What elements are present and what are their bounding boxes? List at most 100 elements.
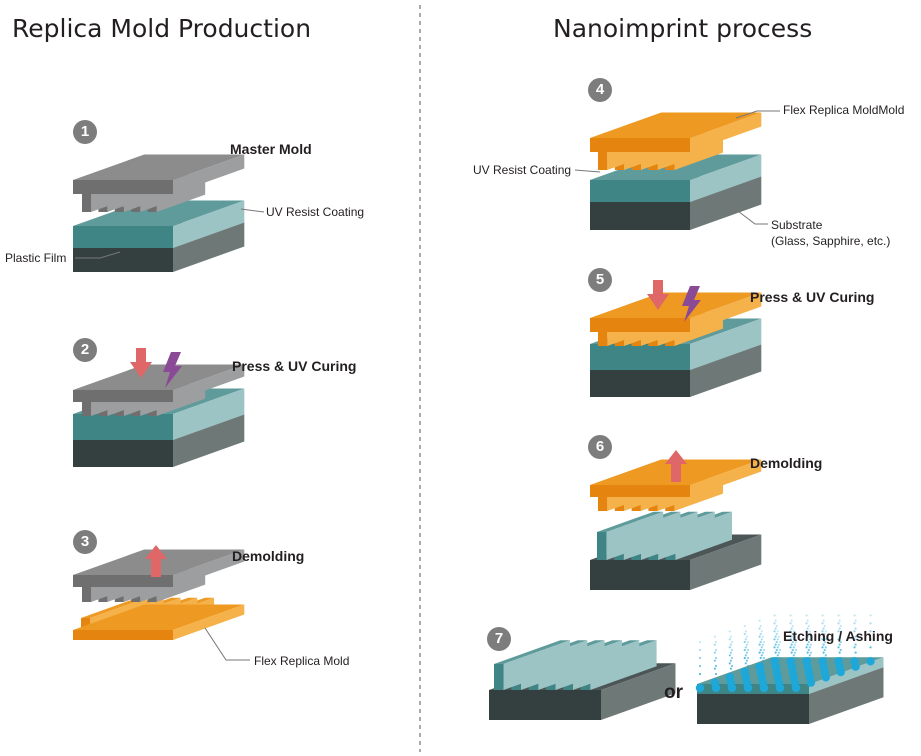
plasma-particle bbox=[775, 640, 778, 644]
plasma-particle bbox=[759, 648, 762, 652]
plasma-particle bbox=[809, 643, 813, 646]
plasma-dot bbox=[818, 657, 827, 666]
plasma-particle bbox=[839, 648, 842, 652]
plasma-particle bbox=[808, 654, 811, 657]
plasma-dot bbox=[710, 678, 720, 687]
plasma-particle bbox=[822, 627, 825, 630]
plasma-particle bbox=[713, 643, 717, 646]
step-5-badge: 5 bbox=[588, 268, 612, 292]
resist-pattern-6-0-side bbox=[606, 511, 664, 560]
plasma-particle bbox=[713, 635, 717, 638]
step-1-badge: 1 bbox=[73, 120, 97, 144]
plastic-film-2-side bbox=[173, 414, 245, 467]
press-arrow-5 bbox=[647, 280, 669, 310]
resist-pattern-7a-0-side bbox=[503, 640, 570, 690]
uv-resist-4-side bbox=[690, 154, 762, 202]
uv-resist-1-front bbox=[73, 226, 173, 248]
replica-teeth-5-0-front bbox=[598, 330, 608, 346]
plasma-particle bbox=[761, 651, 765, 654]
plasma-particle bbox=[774, 635, 777, 638]
plasma-particle bbox=[743, 656, 746, 660]
plasma-dot bbox=[755, 662, 764, 671]
plasma-particle bbox=[728, 662, 731, 665]
plasma-particle bbox=[729, 635, 733, 638]
substrate-7b-front bbox=[697, 694, 809, 724]
plasma-particle bbox=[774, 627, 777, 630]
section-title-nanoimprint: Nanoimprint process bbox=[553, 14, 813, 43]
or-separator: or bbox=[664, 682, 683, 703]
plasma-particle bbox=[854, 643, 857, 646]
callout-uv-resist-coating-1: UV Resist Coating bbox=[266, 205, 365, 219]
substrate-6-front bbox=[590, 560, 690, 590]
plasma-particle bbox=[777, 643, 781, 646]
plasma-dot bbox=[834, 657, 843, 666]
plasma-particle bbox=[791, 648, 794, 652]
plasma-particle bbox=[806, 651, 809, 654]
step-3-stack bbox=[73, 545, 250, 661]
plasma-particle bbox=[790, 627, 793, 630]
plasma-particle bbox=[776, 630, 779, 633]
step-6-stack bbox=[590, 450, 762, 590]
resist-pattern-6-0-top bbox=[597, 511, 664, 532]
plasma-particle bbox=[744, 654, 747, 657]
plasma-particle bbox=[714, 648, 718, 652]
plasma-particle bbox=[791, 640, 794, 644]
plasma-particle bbox=[839, 632, 842, 636]
resist-pattern-7a-0-top bbox=[494, 640, 570, 664]
leader-substrate bbox=[729, 204, 768, 225]
master-mold-2-top bbox=[73, 364, 245, 390]
plasma-particle bbox=[837, 638, 840, 641]
plasma-particle bbox=[808, 638, 811, 641]
plasma-particle bbox=[729, 667, 733, 670]
plasma-particle bbox=[807, 648, 810, 652]
plasma-particle bbox=[869, 622, 872, 625]
uv-lightning-5 bbox=[682, 286, 701, 322]
resist-layer-7b-side bbox=[809, 657, 884, 694]
plasma-particle bbox=[806, 635, 809, 638]
plasma-particle bbox=[774, 619, 777, 622]
resist-pattern-7a-0-front bbox=[494, 664, 504, 690]
flex-replica-5-top bbox=[590, 292, 762, 318]
plasma-particle bbox=[746, 648, 750, 652]
plasma-particle bbox=[758, 635, 761, 638]
plasma-particle bbox=[778, 648, 782, 652]
step-1-stack bbox=[73, 154, 265, 272]
plasma-particle bbox=[773, 622, 776, 625]
plasma-particle bbox=[762, 656, 766, 660]
plasma-particle bbox=[805, 614, 808, 617]
plasma-particle bbox=[838, 627, 841, 630]
plasma-particle bbox=[822, 635, 825, 638]
plasma-particle bbox=[791, 624, 794, 628]
plasma-particle bbox=[807, 632, 810, 636]
plasma-particle bbox=[790, 619, 793, 622]
step-5-label: Press & UV Curing bbox=[750, 289, 875, 305]
plasma-particle bbox=[821, 646, 824, 649]
uv-resist-2-side bbox=[173, 388, 245, 440]
step-2-badge: 2 bbox=[73, 338, 97, 362]
plasma-particle bbox=[789, 646, 792, 649]
master-mold-3-side bbox=[173, 549, 245, 587]
plasma-particle bbox=[822, 651, 825, 654]
substrate-5-side bbox=[690, 344, 762, 397]
lift-arrow-6 bbox=[665, 450, 687, 482]
plasma-particle bbox=[730, 656, 734, 660]
leader-uv-resist-1 bbox=[240, 208, 265, 213]
plasma-particle bbox=[809, 635, 813, 638]
step-3-label: Demolding bbox=[232, 548, 305, 564]
plasma-particle bbox=[744, 646, 747, 649]
plasma-particle bbox=[759, 624, 762, 628]
master-mold-teeth-2-0-front bbox=[82, 400, 92, 416]
plasma-particle bbox=[789, 622, 792, 625]
plasma-particle bbox=[853, 622, 856, 625]
plasma-particle bbox=[776, 646, 779, 649]
plasma-dot bbox=[725, 673, 735, 682]
plasma-dot bbox=[740, 667, 749, 677]
plasma-particle bbox=[869, 646, 872, 649]
plasma-particle bbox=[794, 656, 798, 660]
plasma-particle bbox=[805, 630, 808, 633]
plasma-particle bbox=[806, 619, 809, 622]
plasma-particle bbox=[728, 654, 731, 657]
plasma-particle bbox=[714, 664, 718, 668]
plasma-particle bbox=[773, 630, 776, 633]
